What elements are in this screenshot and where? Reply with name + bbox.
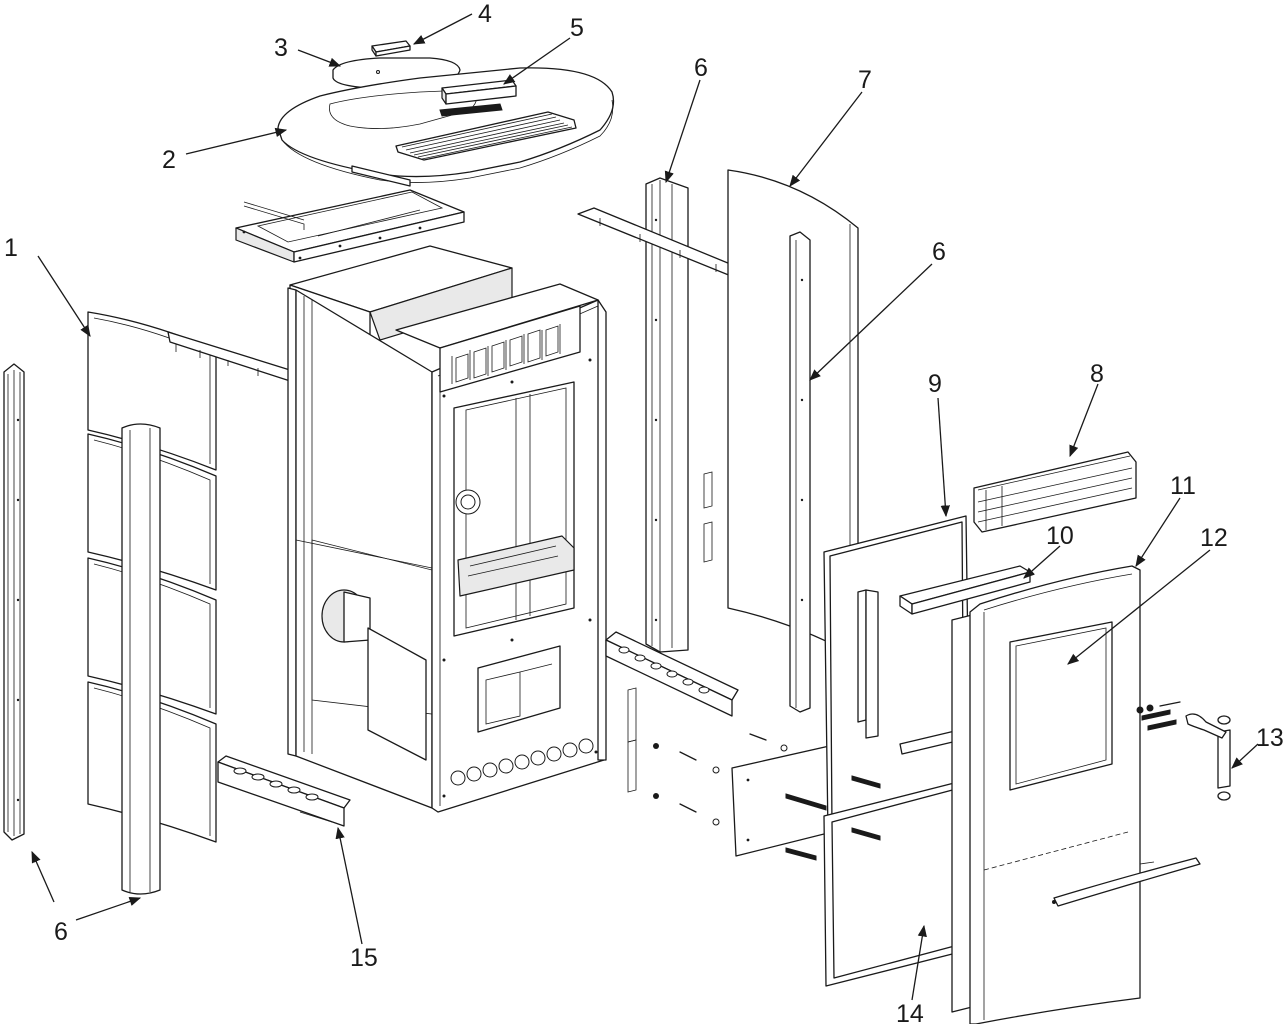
- part-14-glass-frame: [823, 779, 969, 987]
- label-12: 12: [1200, 524, 1228, 552]
- part-11-door: [951, 565, 1201, 1024]
- stove-body: [287, 245, 607, 813]
- front-bottom-trim: [605, 631, 739, 717]
- label-15: 15: [350, 944, 378, 972]
- label-3: 3: [274, 34, 288, 62]
- part-2-top-cover: [277, 67, 615, 187]
- label-2: 2: [162, 146, 176, 174]
- label-14: 14: [896, 1000, 924, 1024]
- label-9: 9: [928, 370, 942, 398]
- label-6-right: 6: [932, 238, 946, 266]
- vent-grille: [395, 111, 577, 161]
- label-13: 13: [1256, 724, 1284, 752]
- part-5-top-box: [441, 79, 517, 105]
- part-12-window: [1009, 621, 1113, 791]
- label-6-center: 6: [694, 54, 708, 82]
- label-4: 4: [478, 0, 492, 28]
- part-4-top-clip: [371, 40, 411, 57]
- part-15-bottom-trim: [217, 755, 351, 827]
- front-left-column: [121, 423, 161, 895]
- label-10: 10: [1046, 522, 1074, 550]
- top-frame: [235, 189, 465, 263]
- right-side-slots: [703, 471, 713, 563]
- label-11: 11: [1170, 472, 1196, 500]
- label-7: 7: [858, 66, 872, 94]
- label-6-left: 6: [54, 918, 68, 946]
- part-8-louvers: [973, 451, 1137, 533]
- part-6-center-profile: [577, 177, 741, 653]
- part-10-bracket: [857, 565, 1031, 739]
- leader-lines: [31, 13, 1259, 1001]
- callout-labels: 1 2 3 4 5 6 6 6 7 8 9 10 11 12 13 14 15: [4, 0, 1284, 1024]
- label-8: 8: [1090, 360, 1104, 388]
- loose-hardware: [627, 687, 788, 826]
- part-6-right-profile: [789, 231, 811, 713]
- label-5: 5: [570, 14, 584, 42]
- part-6-left-corner-profile: [3, 363, 25, 841]
- part-13-hinge-pin: [1136, 701, 1231, 801]
- label-1: 1: [4, 234, 18, 262]
